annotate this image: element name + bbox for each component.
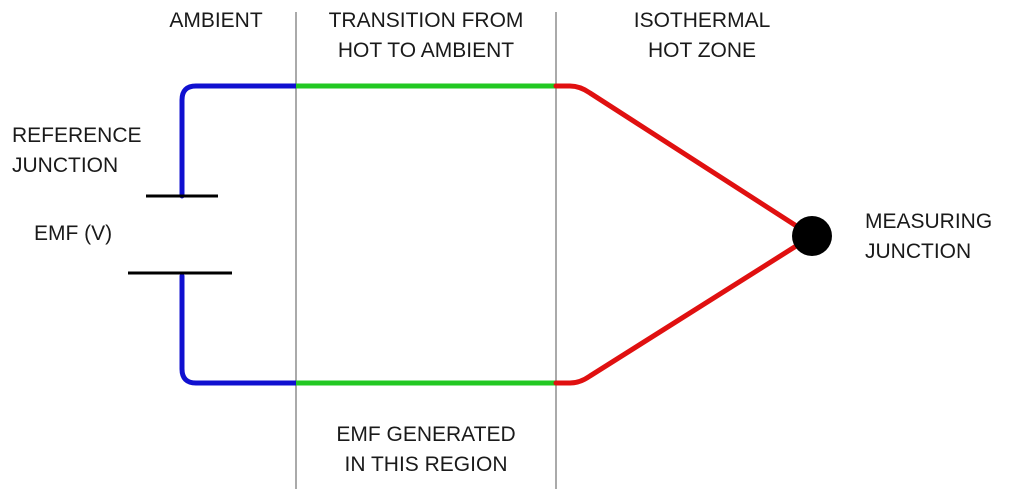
region-label-transition-line2: HOT TO AMBIENT — [338, 39, 514, 62]
region-label-transition-line1: TRANSITION FROM — [329, 9, 524, 32]
measuring-junction-label-line1: MEASURING — [865, 210, 992, 233]
measuring-junction-dot — [792, 216, 832, 256]
emf-generated-label-line2: IN THIS REGION — [345, 453, 508, 476]
emf-label: EMF (V) — [34, 222, 112, 245]
region-label-isothermal-line2: HOT ZONE — [648, 39, 756, 62]
hot-wire-bottom — [553, 233, 815, 386]
reference-junction-label-line2: JUNCTION — [12, 154, 118, 177]
hot-wire-top — [553, 83, 815, 239]
region-label-ambient: AMBIENT — [169, 9, 263, 32]
region-label-isothermal-line1: ISOTHERMAL — [634, 9, 771, 32]
reference-junction-label-line1: REFERENCE — [12, 124, 142, 147]
emf-generated-label-line1: EMF GENERATED — [336, 423, 515, 446]
measuring-junction-label-line2: JUNCTION — [865, 240, 971, 263]
ambient-wire-top — [179, 83, 299, 199]
ambient-wire-bottom — [179, 273, 299, 386]
